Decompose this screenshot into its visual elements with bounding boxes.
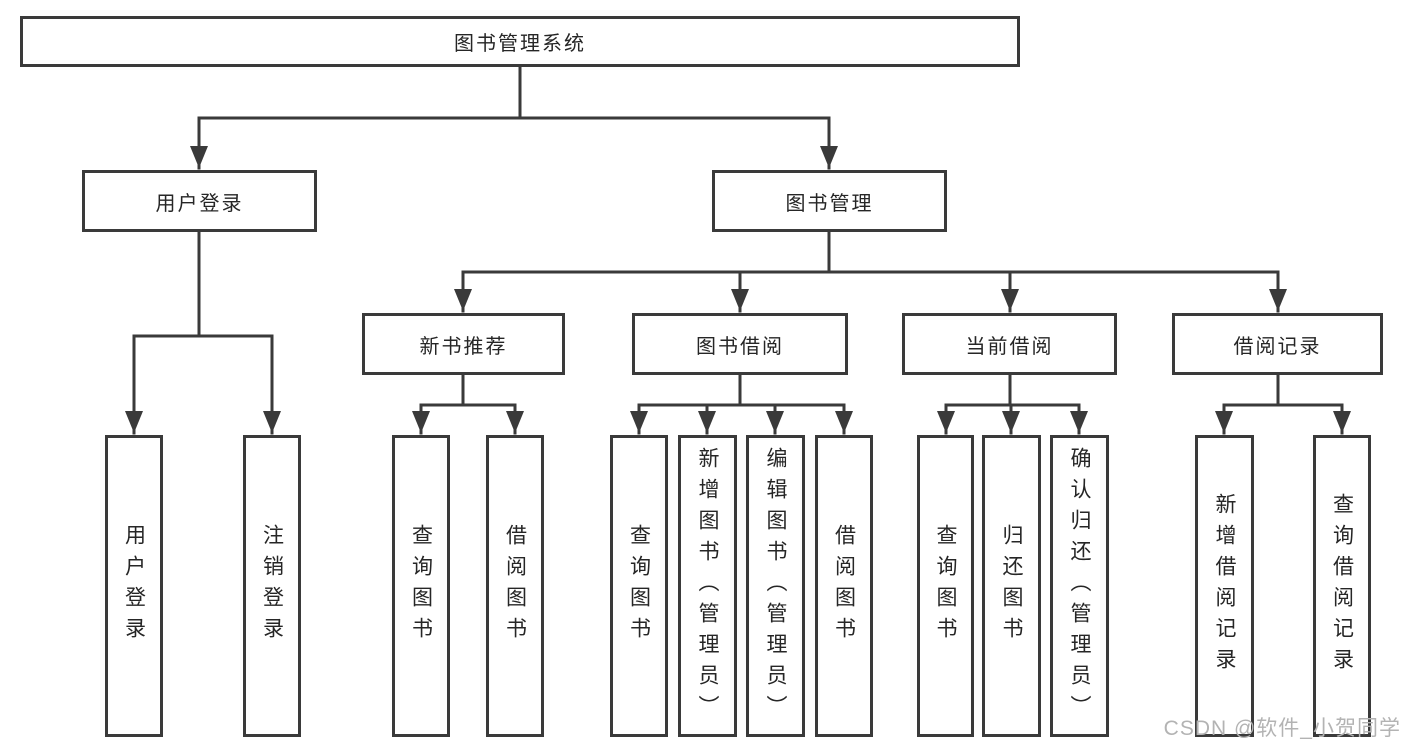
node-new-book-recommend: 新书推荐: [362, 313, 565, 375]
leaf-borrow-books-2: 借阅图书: [815, 435, 873, 737]
node-book-management-label: 图书管理: [785, 192, 874, 215]
node-root: 图书管理系统: [20, 16, 1020, 67]
leaf-query-books-2: 查询图书: [610, 435, 668, 737]
node-current-borrowing-label: 当前借阅: [965, 335, 1054, 358]
node-new-book-recommend-label: 新书推荐: [419, 335, 508, 358]
node-borrow-records-label: 借阅记录: [1233, 335, 1322, 358]
node-book-borrowing-label: 图书借阅: [696, 335, 784, 358]
node-root-label: 图书管理系统: [454, 33, 586, 55]
node-book-borrowing: 图书借阅: [632, 313, 848, 375]
leaf-query-books-1-label: 查询图书: [409, 524, 433, 648]
leaf-user-login-label: 用户登录: [122, 524, 146, 648]
leaf-add-books-admin: 新增图书（管理员）: [678, 435, 737, 737]
leaf-query-borrow-record-label: 查询借阅记录: [1330, 493, 1354, 679]
leaf-borrow-books-2-label: 借阅图书: [832, 524, 856, 648]
leaf-user-login: 用户登录: [105, 435, 163, 737]
leaf-confirm-return-admin-label: 确认归还（管理员）: [1068, 446, 1091, 726]
leaf-add-borrow-record-label: 新增借阅记录: [1213, 493, 1236, 679]
leaf-query-books-2-label: 查询图书: [627, 524, 651, 648]
leaf-borrow-books-1: 借阅图书: [486, 435, 544, 737]
leaf-edit-books-admin-label: 编辑图书（管理员）: [764, 446, 787, 726]
leaf-logout-label: 注销登录: [260, 524, 284, 648]
leaf-return-books: 归还图书: [982, 435, 1041, 737]
node-user-login-label: 用户登录: [155, 192, 244, 215]
leaf-confirm-return-admin: 确认归还（管理员）: [1050, 435, 1109, 737]
node-book-management: 图书管理: [712, 170, 947, 232]
node-borrow-records: 借阅记录: [1172, 313, 1383, 375]
csdn-watermark: CSDN @软件_小贺同学: [1163, 717, 1401, 740]
leaf-query-borrow-record: 查询借阅记录: [1313, 435, 1371, 737]
node-user-login: 用户登录: [82, 170, 317, 232]
leaf-borrow-books-1-label: 借阅图书: [503, 524, 527, 648]
leaf-logout: 注销登录: [243, 435, 301, 737]
leaf-edit-books-admin: 编辑图书（管理员）: [746, 435, 805, 737]
leaf-query-books-3: 查询图书: [917, 435, 974, 737]
leaf-add-books-admin-label: 新增图书（管理员）: [696, 446, 719, 726]
node-current-borrowing: 当前借阅: [902, 313, 1117, 375]
leaf-query-books-3-label: 查询图书: [934, 524, 957, 648]
leaf-add-borrow-record: 新增借阅记录: [1195, 435, 1254, 737]
leaf-return-books-label: 归还图书: [1000, 524, 1023, 648]
leaf-query-books-1: 查询图书: [392, 435, 450, 737]
